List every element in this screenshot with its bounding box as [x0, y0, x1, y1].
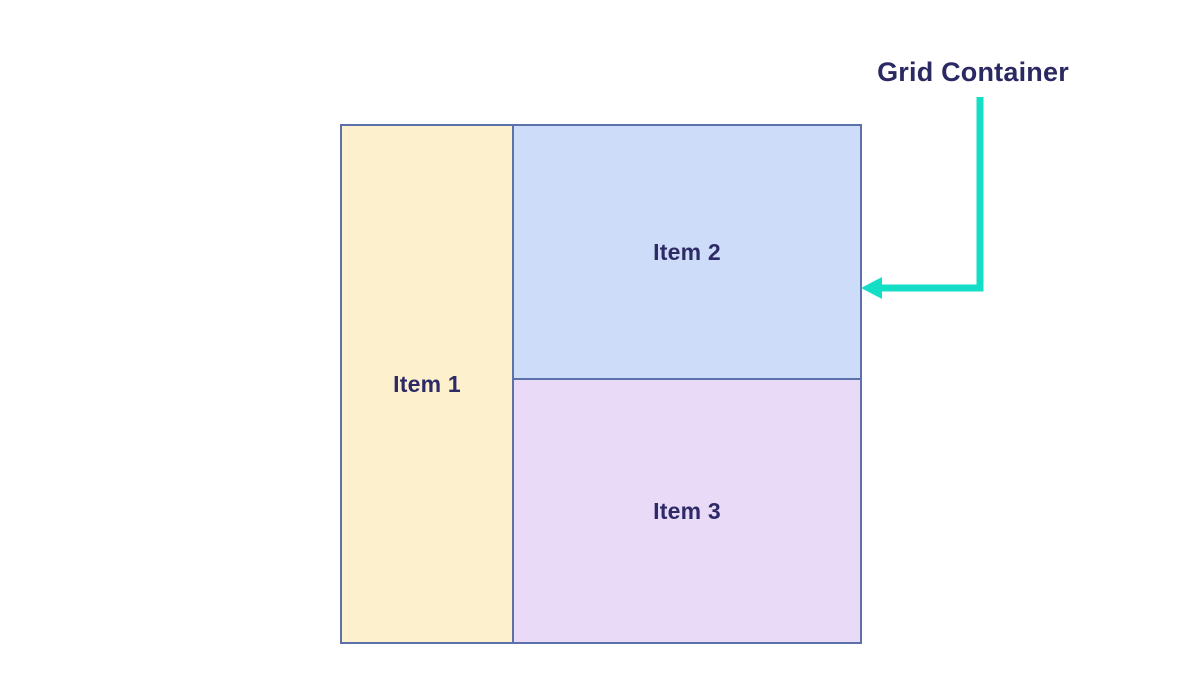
grid-container-annotation-label: Grid Container [877, 57, 1069, 87]
grid-item-1: Item 1 [342, 126, 514, 642]
arrow-head-icon [861, 277, 882, 299]
grid-item-2-label: Item 2 [653, 238, 721, 265]
grid-item-3: Item 3 [514, 380, 860, 642]
grid-item-2: Item 2 [514, 126, 860, 380]
grid-item-1-label: Item 1 [393, 370, 461, 397]
grid-container: Item 1 Item 2 Item 3 [340, 124, 862, 644]
arrow-line [880, 97, 984, 292]
grid-item-3-label: Item 3 [653, 497, 721, 524]
